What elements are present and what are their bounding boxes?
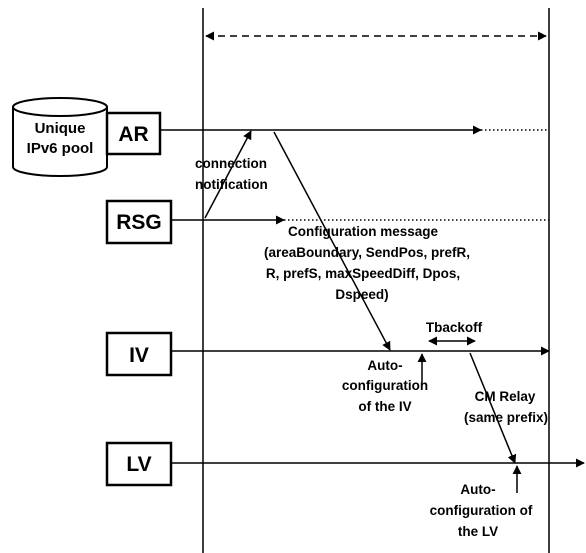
- cm-relay-line: CM Relay: [475, 389, 536, 404]
- iv-label: IV: [129, 344, 149, 367]
- lv-autoconfig-line: the LV: [458, 524, 498, 539]
- connection-notification-line: notification: [195, 177, 268, 192]
- iv-autoconfig-line: of the IV: [358, 399, 411, 414]
- iv-node: IV: [105, 331, 173, 377]
- connection-notification-arrow: [204, 130, 252, 219]
- rsg-node: RSG: [105, 199, 173, 245]
- lv-label: LV: [126, 453, 151, 476]
- lv-autoconfig-line: Auto-: [460, 482, 495, 497]
- configuration-message-label: Configuration message (areaBoundary, Sen…: [264, 224, 470, 302]
- configuration-message-line: Configuration message: [288, 224, 439, 239]
- cm-relay-line: (same prefix): [464, 410, 548, 425]
- connection-notification-label: connection notification: [195, 156, 268, 192]
- tbackoff-label: Tbackoff: [426, 320, 483, 335]
- cm-relay-arrow: [469, 352, 517, 464]
- configuration-message-line: R, prefS, maxSpeedDiff, Dpos,: [266, 266, 460, 281]
- lv-node: LV: [105, 441, 173, 487]
- connection-notification-line: connection: [195, 156, 267, 171]
- rsg-label: RSG: [116, 211, 162, 234]
- configuration-message-line: Dspeed): [335, 287, 388, 302]
- configuration-message-arrow: [273, 131, 391, 351]
- lv-autoconfig-label: Auto- configuration of the LV: [430, 482, 533, 539]
- ipv6-pool-cylinder: Unique IPv6 pool: [12, 97, 108, 177]
- iv-autoconfig-line: configuration: [342, 378, 428, 393]
- configuration-message-line: (areaBoundary, SendPos, prefR,: [264, 245, 470, 260]
- cm-relay-label: CM Relay (same prefix): [464, 389, 548, 425]
- pool-label-line2: IPv6 pool: [27, 140, 94, 157]
- lv-autoconfig-line: configuration of: [430, 503, 533, 518]
- iv-autoconfig-label: Auto- configuration of the IV: [342, 358, 428, 414]
- pool-label-line1: Unique: [35, 120, 86, 137]
- iv-autoconfig-line: Auto-: [367, 358, 402, 373]
- ar-node: AR: [105, 111, 162, 156]
- ar-label: AR: [118, 123, 148, 146]
